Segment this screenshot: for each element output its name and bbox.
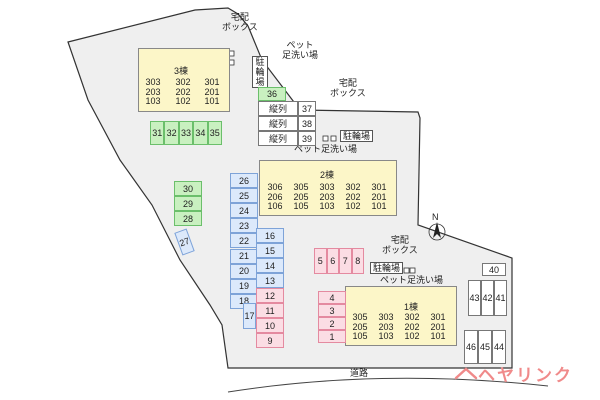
building-1-name: 1棟 bbox=[403, 302, 418, 312]
pet-wash-bottom-label: ペット足洗い場 bbox=[380, 275, 444, 285]
parking-space-8: 8 bbox=[351, 248, 364, 274]
building-3-units-col1: 303 203 103 bbox=[145, 77, 161, 106]
parking-space-22: 22 bbox=[230, 233, 258, 249]
north-label: N bbox=[432, 212, 439, 222]
logo-text: ヘヤリンク bbox=[478, 366, 573, 385]
parking-space-23: 23 bbox=[230, 218, 258, 234]
tandem-parking-number-37: 37 bbox=[298, 101, 316, 116]
parking-space-44: 44 bbox=[492, 330, 506, 364]
parking-space-3: 3 bbox=[318, 304, 346, 317]
bike-parking-mid-label: 駐輪場 bbox=[340, 130, 374, 142]
building-2-units-col5: 301 201 101 bbox=[371, 182, 387, 211]
parking-space-26: 26 bbox=[230, 173, 258, 189]
road-label: 道路 bbox=[350, 368, 369, 378]
parking-space-13: 13 bbox=[256, 273, 284, 289]
parking-space-16: 16 bbox=[256, 228, 284, 244]
building-1 bbox=[345, 286, 457, 346]
parking-space-28: 28 bbox=[174, 211, 202, 226]
delivery-box-mid-marker bbox=[322, 135, 329, 142]
parking-space-25: 25 bbox=[230, 188, 258, 204]
tandem-parking-number-38: 38 bbox=[298, 116, 316, 131]
building-3-name: 3棟 bbox=[173, 66, 188, 76]
parking-space-15: 15 bbox=[256, 243, 284, 259]
parking-space-1: 1 bbox=[318, 330, 346, 343]
building-1-units-col2: 303 203 103 bbox=[378, 312, 394, 341]
parking-space-20: 20 bbox=[230, 263, 258, 279]
building-2-name: 2棟 bbox=[319, 170, 334, 180]
parking-space-21: 21 bbox=[230, 248, 258, 264]
tandem-parking-number-39: 39 bbox=[298, 131, 316, 146]
delivery-box-bottom-label: 宅配 ボックス bbox=[382, 235, 418, 255]
building-2-units-col1: 306 206 106 bbox=[267, 182, 283, 211]
building-2-units-col4: 302 202 102 bbox=[345, 182, 361, 211]
tandem-parking-label: 縦列 bbox=[258, 101, 298, 116]
parking-space-43: 43 bbox=[468, 280, 481, 316]
parking-space-4: 4 bbox=[318, 291, 346, 304]
parking-space-24: 24 bbox=[230, 203, 258, 219]
parking-space-11: 11 bbox=[256, 303, 284, 318]
parking-space-12: 12 bbox=[256, 288, 284, 303]
building-3-units-col3: 301 201 101 bbox=[204, 77, 220, 106]
logo-house-icon bbox=[454, 367, 478, 380]
parking-space-9: 9 bbox=[256, 333, 284, 348]
bike-parking-top-label: 駐 輪 場 bbox=[252, 56, 268, 88]
parking-space-14: 14 bbox=[256, 258, 284, 274]
parking-space-6: 6 bbox=[326, 248, 339, 274]
parking-space-40: 40 bbox=[482, 263, 506, 276]
building-1-units-col1: 305 205 105 bbox=[352, 312, 368, 341]
road-line bbox=[227, 377, 549, 393]
parking-space-29: 29 bbox=[174, 196, 202, 211]
parking-space-19: 19 bbox=[230, 278, 258, 294]
building-3-units-col2: 302 202 102 bbox=[175, 77, 191, 106]
building-2 bbox=[259, 160, 397, 216]
pet-wash-top-label: ペット 足洗い場 bbox=[282, 40, 319, 60]
parking-space-35: 35 bbox=[207, 121, 222, 145]
parking-space-5: 5 bbox=[314, 248, 327, 274]
building-1-units-col4: 301 201 101 bbox=[430, 312, 446, 341]
parking-space-7: 7 bbox=[339, 248, 352, 274]
building-2-units-col2: 305 205 105 bbox=[293, 182, 309, 211]
parking-space-46: 46 bbox=[464, 330, 478, 364]
delivery-box-top-label: 宅配 ボックス bbox=[222, 12, 258, 32]
parking-space-36: 36 bbox=[258, 87, 286, 101]
building-3 bbox=[138, 48, 230, 112]
delivery-box-bottom-marker bbox=[403, 267, 410, 274]
parking-space-42: 42 bbox=[481, 280, 494, 316]
parking-space-34: 34 bbox=[193, 121, 208, 145]
parking-space-45: 45 bbox=[478, 330, 492, 364]
pet-wash-mid-label: ペット足洗い場 bbox=[294, 144, 358, 154]
tandem-parking-label: 縦列 bbox=[258, 131, 298, 146]
parking-space-33: 33 bbox=[178, 121, 194, 145]
bike-parking-bottom-label: 駐輪場 bbox=[370, 262, 404, 274]
parking-space-10: 10 bbox=[256, 318, 284, 333]
parking-space-17: 17 bbox=[243, 303, 256, 329]
building-1-units-col3: 302 202 102 bbox=[404, 312, 420, 341]
delivery-box-mid-label: 宅配 ボックス bbox=[330, 78, 366, 98]
parking-space-41: 41 bbox=[494, 280, 507, 316]
parking-space-30: 30 bbox=[174, 181, 202, 196]
parking-space-31: 31 bbox=[150, 121, 165, 145]
building-2-units-col3: 303 203 103 bbox=[319, 182, 335, 211]
north-arrow-icon bbox=[428, 222, 446, 241]
parking-space-2: 2 bbox=[318, 317, 346, 330]
tandem-parking-label: 縦列 bbox=[258, 116, 298, 131]
pet-wash-bottom-marker bbox=[409, 267, 416, 274]
pet-wash-mid-marker bbox=[330, 135, 337, 142]
parking-space-32: 32 bbox=[164, 121, 179, 145]
